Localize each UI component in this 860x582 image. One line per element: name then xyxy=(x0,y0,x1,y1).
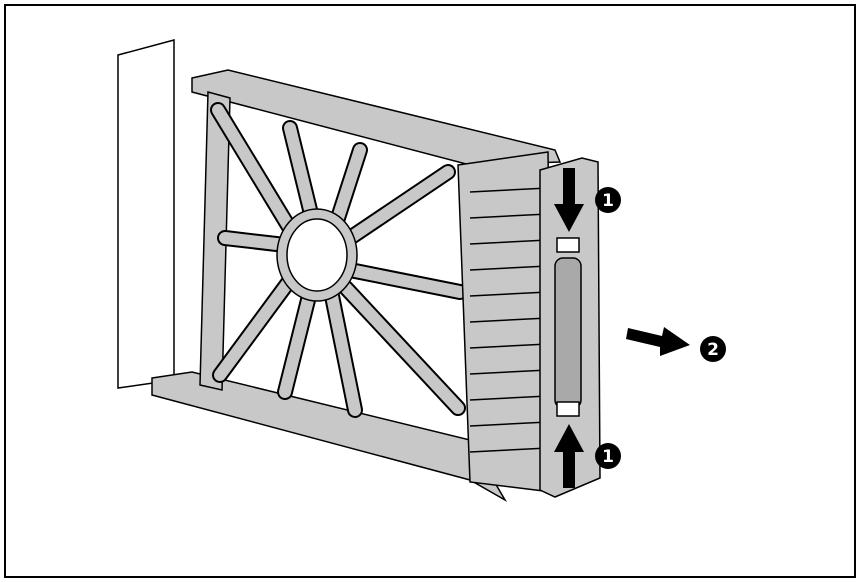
callout-pull-out: 2 xyxy=(700,336,726,362)
callout-top-press: 1 xyxy=(595,187,621,213)
callout-bottom-press: 1 xyxy=(595,443,621,469)
callout-pull-label: 2 xyxy=(707,340,719,360)
arrow-right-icon xyxy=(626,327,690,356)
frame-center-hole xyxy=(286,218,348,292)
frame-left-bar xyxy=(199,91,231,391)
callout-top-label: 1 xyxy=(602,191,614,211)
frame-spokes xyxy=(210,102,468,418)
top-release-latch xyxy=(556,237,580,253)
top-rail xyxy=(191,69,562,166)
side-ribs xyxy=(469,187,549,453)
bezel-handle xyxy=(554,257,582,409)
bay-wall-panel xyxy=(117,39,175,389)
bottom-release-latch xyxy=(556,401,580,417)
arrow-up-icon xyxy=(554,424,584,488)
drive-blank xyxy=(151,69,601,503)
bottom-rail xyxy=(151,371,508,503)
arrow-down-icon xyxy=(554,168,584,232)
callout-bottom-label: 1 xyxy=(602,447,614,467)
